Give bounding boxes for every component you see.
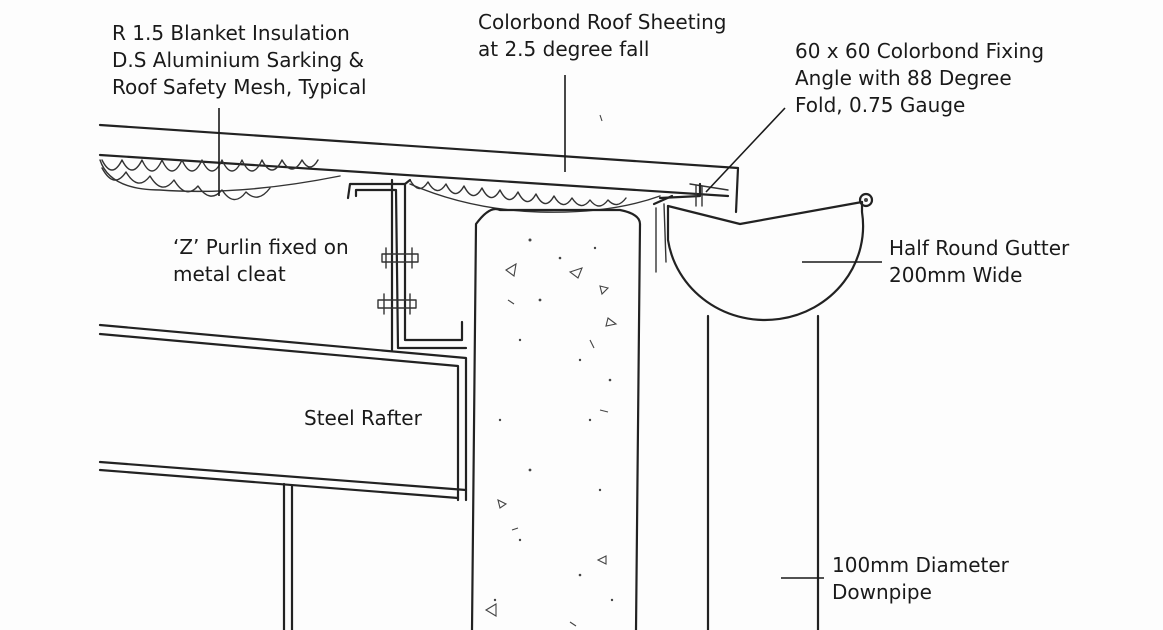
downpipe-label: 100mm Diameter Downpipe <box>832 552 1009 606</box>
fixing-angle-label-line: 60 x 60 Colorbond Fixing <box>795 39 1045 63</box>
half-round-gutter <box>666 192 874 322</box>
roof-sheeting-label-line: at 2.5 degree fall <box>478 37 650 61</box>
blanket-insulation <box>99 159 661 213</box>
leader-lines <box>218 75 882 579</box>
insulation-label: R 1.5 Blanket Insulation D.S Aluminium S… <box>112 20 367 101</box>
gutter-label: Half Round Gutter 200mm Wide <box>889 235 1069 289</box>
z-purlin <box>346 178 468 350</box>
roof-sheeting-label: Colorbond Roof Sheeting at 2.5 degree fa… <box>478 9 727 63</box>
metal-cleat <box>377 178 419 352</box>
downpipe-label-line: Downpipe <box>832 580 932 604</box>
purlin-label: ‘Z’ Purlin fixed on metal cleat <box>173 234 349 288</box>
fixing-angle-label: 60 x 60 Colorbond Fixing Angle with 88 D… <box>795 38 1044 119</box>
purlin-label-line: metal cleat <box>173 262 286 286</box>
insulation-label-line: D.S Aluminium Sarking & <box>112 48 365 72</box>
masonry-wall <box>470 194 674 630</box>
rafter-label-line: Steel Rafter <box>304 406 422 430</box>
downpipe <box>706 314 820 630</box>
section-mark <box>599 114 603 122</box>
fixing-angle-label-line: Angle with 88 Degree <box>795 66 1012 90</box>
downpipe-label-line: 100mm Diameter <box>832 553 1009 577</box>
fixing-angle-label-line: Fold, 0.75 Gauge <box>795 93 966 117</box>
gutter-label-line: Half Round Gutter <box>889 236 1070 260</box>
insulation-label-line: Roof Safety Mesh, Typical <box>112 75 367 99</box>
roof-sheeting <box>98 123 740 214</box>
gutter-label-line: 200mm Wide <box>889 263 1023 287</box>
concrete-texture <box>484 238 618 627</box>
rafter-label: Steel Rafter <box>304 405 422 432</box>
insulation-label-line: R 1.5 Blanket Insulation <box>112 21 350 45</box>
steel-rafter <box>98 323 468 630</box>
fixing-angle <box>658 182 703 207</box>
purlin-label-line: ‘Z’ Purlin fixed on <box>173 235 349 259</box>
roof-sheeting-label-line: Colorbond Roof Sheeting <box>478 10 727 34</box>
